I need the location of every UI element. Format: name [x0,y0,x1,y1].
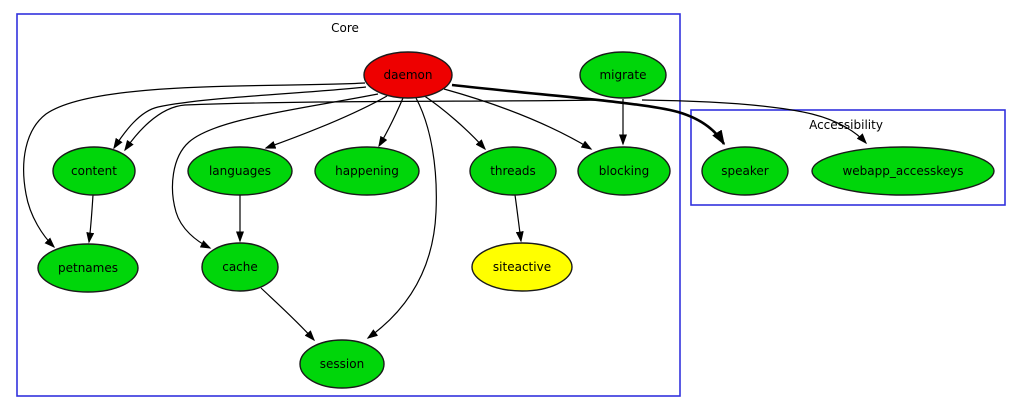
node-happening-ellipse [314,146,420,196]
edge-content-petnames [86,194,95,244]
cluster-core-label: Core [331,21,359,35]
edge-daemon-cache [171,93,379,249]
node-migrate-label: migrate [599,68,646,82]
edge-daemon-threads [422,94,487,151]
node-siteactive: siteactive [471,242,573,292]
node-cache-ellipse [201,242,279,292]
node-cache: cache [201,242,279,292]
node-blocking-ellipse [577,146,671,196]
edge-daemon-session [366,97,437,339]
node-siteactive-label: siteactive [493,260,551,274]
node-happening-label: happening [335,164,399,178]
edge-migrate-webapp_accesskeys [641,99,868,145]
cluster-accessibility-label: Accessibility [809,118,883,132]
node-content-label: content [71,164,117,178]
node-migrate-ellipse [579,51,667,99]
node-languages-label: languages [209,164,271,178]
edge-daemon-languages [264,95,388,149]
node-threads-ellipse [469,146,557,196]
edge-daemon-speaker [451,83,726,146]
edge-daemon-happening [378,97,404,148]
edge-daemon-petnames [23,82,366,249]
node-daemon: daemon [363,51,453,99]
node-daemon-ellipse [363,51,453,99]
node-speaker-ellipse [701,146,789,196]
node-petnames-label: petnames [58,261,118,275]
node-siteactive-ellipse [471,242,573,292]
node-blocking: blocking [577,146,671,196]
cluster-accessibility-border [690,109,1006,206]
cluster-core-border [16,13,681,397]
node-speaker-label: speaker [721,164,769,178]
node-session: session [299,339,385,389]
node-session-ellipse [299,339,385,389]
node-webapp_accesskeys-label: webapp_accesskeys [842,164,963,178]
node-cache-label: cache [222,260,258,274]
edge-daemon-content [113,86,367,150]
edge-cache-session [260,287,315,342]
node-petnames-ellipse [37,243,139,293]
node-languages: languages [187,146,293,196]
node-threads-label: threads [490,164,536,178]
node-content: content [52,146,136,196]
node-webapp_accesskeys: webapp_accesskeys [811,146,995,196]
node-content-ellipse [52,146,136,196]
node-webapp_accesskeys-ellipse [811,146,995,196]
node-happening: happening [314,146,420,196]
node-threads: threads [469,146,557,196]
node-speaker: speaker [701,146,789,196]
edge-migrate-content [124,99,605,152]
node-petnames: petnames [37,243,139,293]
node-session-label: session [320,357,364,371]
edge-daemon-blocking [443,88,593,150]
node-blocking-label: blocking [599,164,649,178]
node-languages-ellipse [187,146,293,196]
node-daemon-label: daemon [384,68,433,82]
edge-threads-siteactive [514,194,524,243]
node-migrate: migrate [579,51,667,99]
